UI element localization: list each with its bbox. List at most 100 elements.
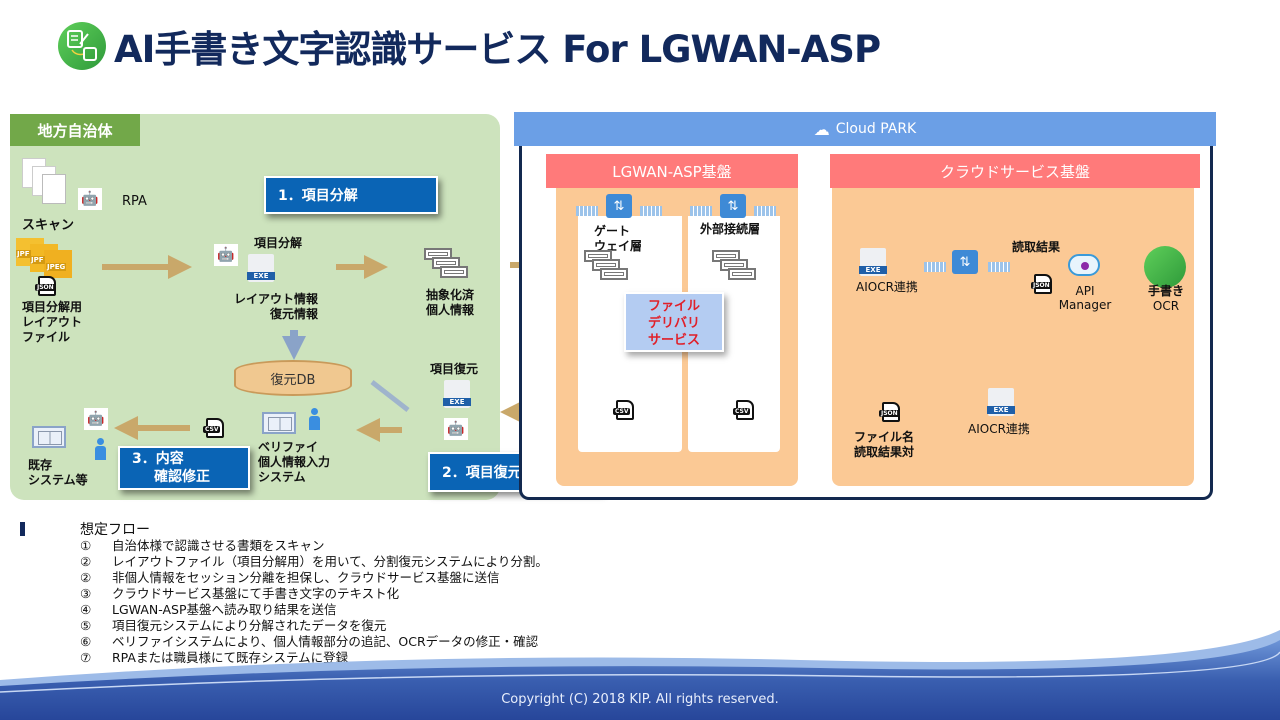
label-line: システム xyxy=(258,470,306,484)
label-line: 抽象化済 xyxy=(426,288,475,302)
verify-system-label: ベリファイ 個人情報入力 システム xyxy=(258,440,330,485)
handwriting-ocr-logo-icon xyxy=(58,22,106,70)
flow-num: ② xyxy=(80,570,92,585)
rpa-robot-icon: 🤖 xyxy=(78,188,102,210)
label-line: ファイル名 xyxy=(854,430,915,444)
callout-step3: 3．内容 確認修正 xyxy=(118,446,250,490)
flow-item: ⑤ 項目復元システムにより分解されたデータを復元 xyxy=(80,618,386,634)
external-forms-icon xyxy=(712,250,758,284)
read-result-label: 読取結果 xyxy=(1012,240,1061,254)
label-line: 復元情報 xyxy=(269,307,318,321)
file-sync-icon: ⇅ xyxy=(952,250,978,274)
label-line: システム等 xyxy=(28,473,88,487)
layout-file-label: 項目分解用 レイアウト ファイル xyxy=(22,300,82,345)
exe-badge: EXE xyxy=(247,272,275,280)
server-icon xyxy=(924,262,946,272)
flow-item: ⑥ ベリファイシステムにより、個人情報部分の追記、OCRデータの修正・確認 xyxy=(80,634,538,650)
rpa-label: RPA xyxy=(122,194,147,209)
csv-file-icon: CSV xyxy=(733,400,754,420)
server-icon xyxy=(754,206,776,216)
copyright-text: Copyright (C) 2018 KIP. All rights reser… xyxy=(501,692,779,707)
file-sync-icon: ⇅ xyxy=(720,194,746,218)
csv-badge: CSV xyxy=(203,426,221,433)
flow-text: ベリファイシステムにより、個人情報部分の追記、OCRデータの修正・確認 xyxy=(112,634,539,649)
aiocr-label-2: AIOCR連携 xyxy=(968,422,1030,436)
json-badge: JSON xyxy=(35,284,56,291)
flow-text: 項目復元システムにより分解されたデータを復元 xyxy=(112,618,387,633)
flow-bullet xyxy=(20,522,25,536)
exe-badge: EXE xyxy=(443,398,471,406)
cloud-park-title: Cloud PARK xyxy=(835,121,917,137)
label-line: ウェイ層 xyxy=(594,239,643,253)
flow-num: ① xyxy=(80,538,92,553)
flow-text: LGWAN-ASP基盤へ読み取り結果を送信 xyxy=(112,602,337,617)
abstracted-info-label: 抽象化済 個人情報 xyxy=(426,288,474,318)
server-icon xyxy=(576,206,598,216)
existing-system-screen-icon xyxy=(32,426,66,448)
cloud-service-panel xyxy=(832,188,1194,486)
scan-label: スキャン xyxy=(22,218,75,233)
verify-system-screen-icon xyxy=(262,412,296,434)
label-line: API xyxy=(1075,284,1095,298)
existing-robot-icon: 🤖 xyxy=(84,408,108,430)
decompose-robot-icon: 🤖 xyxy=(214,244,238,266)
label-line: デリバリ xyxy=(647,316,700,331)
json-file-icon: JSON xyxy=(1031,274,1052,294)
server-icon xyxy=(640,206,662,216)
json-file-icon: JSON xyxy=(35,276,56,296)
flow-num: ⑤ xyxy=(80,618,92,633)
verify-person-icon xyxy=(308,408,320,430)
flow-item: ⑦ RPAまたは職員様にて既存システムに登録 xyxy=(80,650,348,666)
label-line: ファイル xyxy=(647,299,700,314)
flow-text: 自治体様で認識させる書類をスキャン xyxy=(112,538,325,553)
json-file-icon: JSON xyxy=(879,402,900,422)
arrow-db-restore-bidirectional xyxy=(370,380,410,412)
flow-num: ② xyxy=(80,554,92,569)
flow-text: RPAまたは職員様にて既存システムに登録 xyxy=(112,650,349,665)
json-badge: JSON xyxy=(1031,282,1052,289)
label-line: レイアウト xyxy=(22,315,83,329)
flow-num: ③ xyxy=(80,586,92,601)
file-delivery-service-box: ファイル デリバリ サービス xyxy=(624,292,724,352)
flow-item: ① 自治体様で認識させる書類をスキャン xyxy=(80,538,325,554)
server-icon xyxy=(690,206,712,216)
jpeg-files-icon: JPF JPF JPEG xyxy=(16,238,82,278)
flow-title: 想定フロー xyxy=(80,522,150,538)
label-line: ファイル xyxy=(22,330,71,344)
label-line: 手書き xyxy=(1147,284,1184,298)
external-layer-label: 外部接続層 xyxy=(700,222,761,236)
label-line: 読取結果対 xyxy=(854,445,915,459)
cloud-service-header: クラウドサービス基盤 xyxy=(830,154,1200,188)
label-line: Manager xyxy=(1058,298,1112,312)
callout-step1: 1．項目分解 xyxy=(264,176,438,214)
flow-num: ⑥ xyxy=(80,634,92,649)
label-line: 個人情報入力 xyxy=(258,455,331,469)
csv-badge: CSV xyxy=(613,408,631,415)
label-line: レイアウト情報 xyxy=(233,292,318,306)
footer-wave xyxy=(0,630,1280,720)
lgwan-asp-header: LGWAN-ASP基盤 xyxy=(546,154,798,188)
gateway-layer-label: ゲート ウェイ層 xyxy=(594,224,642,254)
filename-result-label: ファイル名 読取結果対 xyxy=(854,430,914,460)
flow-item: ④ LGWAN-ASP基盤へ読み取り結果を送信 xyxy=(80,602,337,618)
restore-db-cylinder: 復元DB xyxy=(234,360,352,396)
flow-num: ⑦ xyxy=(80,650,92,665)
handwriting-ocr-label: 手書き OCR xyxy=(1140,284,1192,314)
exe-badge: EXE xyxy=(859,266,887,274)
flow-item: ② レイアウトファイル（項目分解用）を用いて、分割復元システムにより分割。 xyxy=(80,554,548,570)
staff-person-icon xyxy=(94,438,106,460)
decompose-exe-icon: EXE xyxy=(247,254,275,282)
cloud-park-header: ☁ Cloud PARK xyxy=(514,112,1216,146)
page-title: AI手書き文字認識サービス For LGWAN-ASP xyxy=(114,28,881,71)
label-line: OCR xyxy=(1152,299,1180,313)
flow-text: レイアウトファイル（項目分解用）を用いて、分割復元システムにより分割。 xyxy=(112,554,548,569)
label-line: サービス xyxy=(647,333,700,348)
api-manager-cloud-icon xyxy=(1068,254,1100,276)
jpeg-label: JPF xyxy=(16,250,31,258)
restore-label: 項目復元 xyxy=(430,362,479,376)
csv-badge: CSV xyxy=(733,408,751,415)
label-line: ゲート xyxy=(594,224,631,238)
layout-info-label: レイアウト情報 復元情報 xyxy=(214,292,318,322)
flow-num: ④ xyxy=(80,602,92,617)
